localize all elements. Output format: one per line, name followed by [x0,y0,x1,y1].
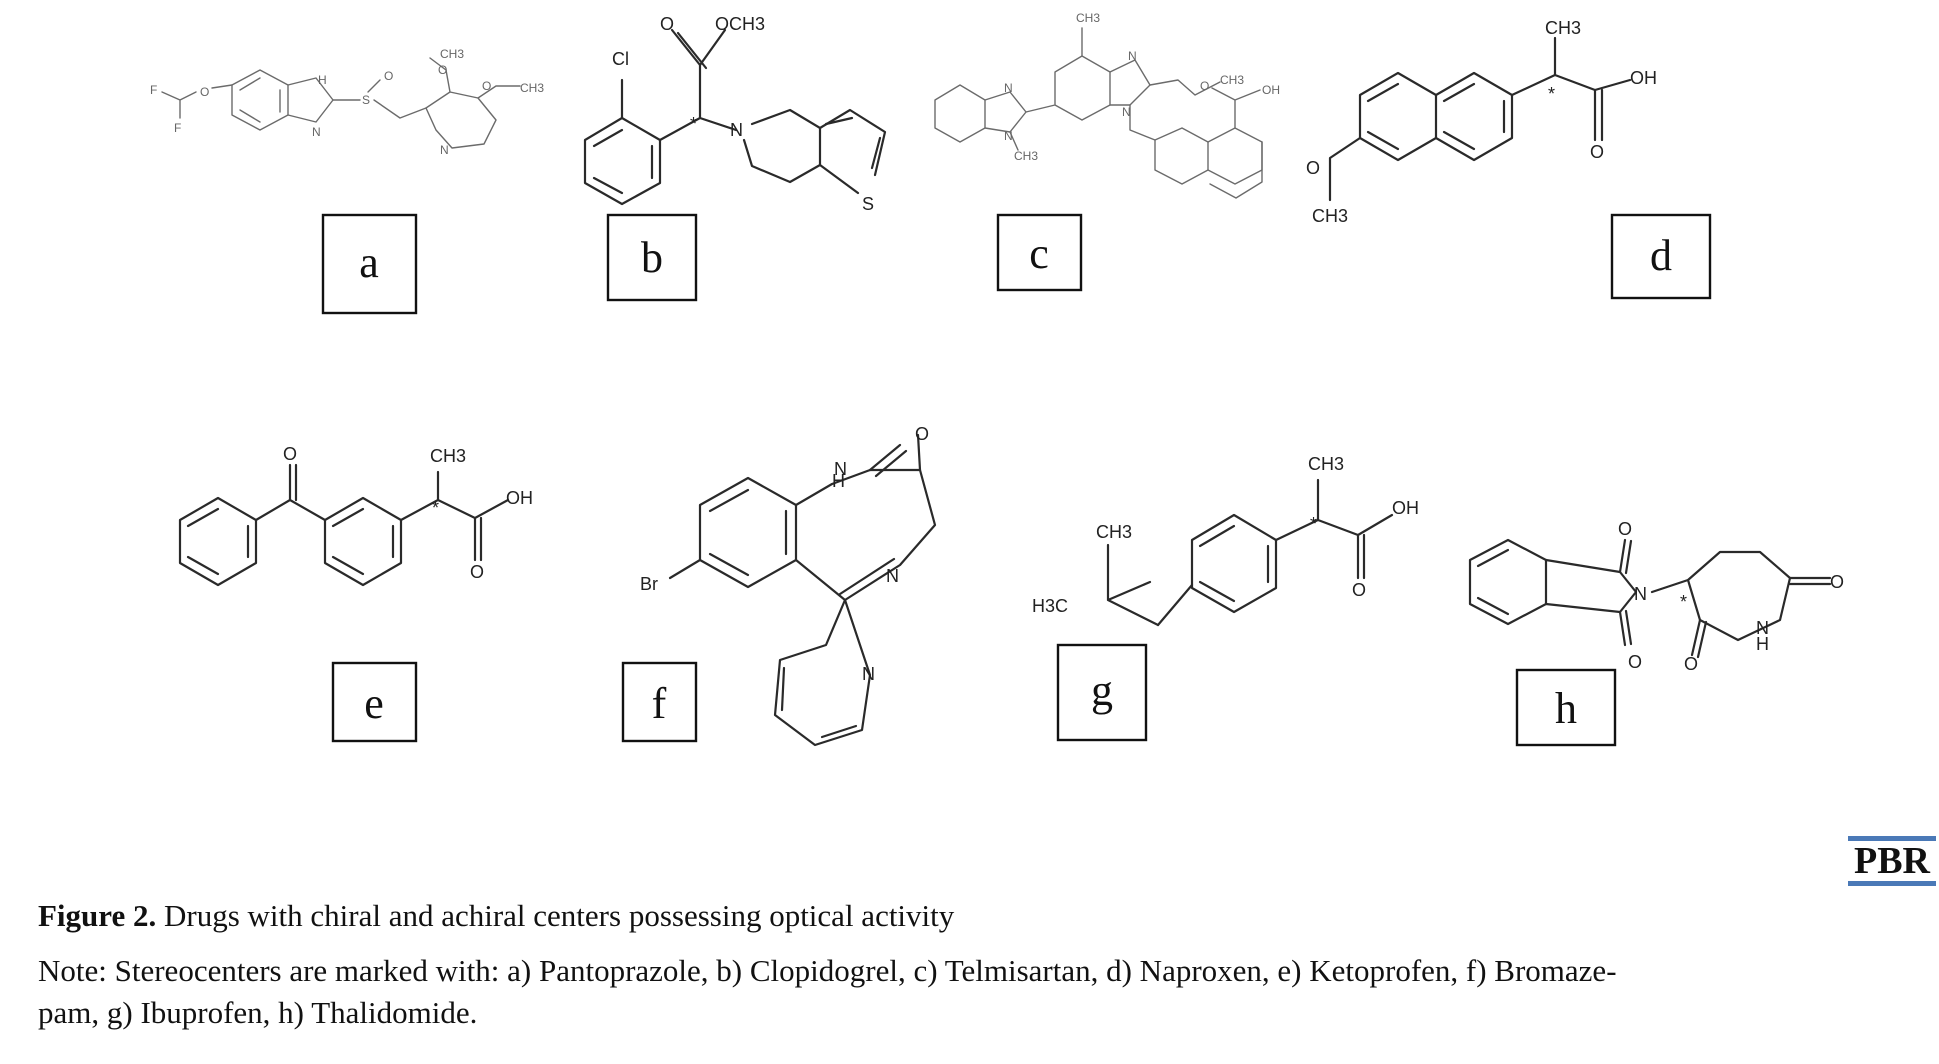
structure-c-telmisartan: N N CH3 CH3 N N CH3 O OH [934,11,1280,199]
svg-text:c: c [1029,229,1049,278]
svg-text:h: h [1555,684,1577,733]
atom-ch3: CH3 [1545,18,1581,38]
atom-o: O [660,14,674,34]
structure-b-clopidogrel: Cl * O OCH3 N S [583,14,887,214]
svg-text:g: g [1091,666,1113,715]
atom-o: O [384,69,393,83]
atom-n: N [1122,105,1131,119]
panel-label-a: a [321,213,418,315]
atom-o: O [470,562,484,582]
structure-g-ibuprofen: H3C CH3 * CH3 OH O [1032,454,1419,627]
atom-ch3: CH3 [430,446,466,466]
atom-n: N [1756,618,1769,638]
atom-o: O [915,424,929,444]
atom-ch3: CH3 [440,47,464,61]
atom-oh: OH [1392,498,1419,518]
atom-n: N [1004,129,1013,143]
atom-o: O [1628,652,1642,672]
atom-oh: OH [1630,68,1657,88]
atom-h3c: H3C [1032,596,1068,616]
atom-ch3: CH3 [1220,73,1244,87]
atom-o: O [1352,580,1366,600]
atom-o: O [1830,572,1844,592]
note-line-1: Note: Stereocenters are marked with: a) … [38,953,1617,988]
panel-label-c: c [996,213,1083,292]
figure-caption: Figure 2. Drugs with chiral and achiral … [38,893,1938,939]
atom-ch3: CH3 [1014,149,1038,163]
svg-text:a: a [359,238,379,287]
atom-nh: H [318,73,327,87]
atom-f: F [174,121,181,135]
atom-o: O [283,444,297,464]
atom-o: O [438,63,447,77]
figure-title: Drugs with chiral and achiral centers po… [156,898,955,933]
atom-ch3: CH3 [520,81,544,95]
structure-f-bromazepam: Br H N O N N [640,424,937,747]
panel-label-e: e [331,661,418,743]
structure-a-pantoprazole: O F F H N S O O CH3 O CH3 N [150,47,544,157]
atom-n: N [440,143,449,157]
structure-h-thalidomide: O O N * O O N H [1468,519,1844,674]
atom-n: N [1634,584,1647,604]
note-line-2: pam, g) Ibuprofen, h) Thalidomide. [38,995,478,1030]
stereocenter-marker: * [690,114,697,134]
atom-n: N [730,120,743,140]
atom-n: N [1128,49,1137,63]
svg-text:e: e [364,679,384,728]
figure-number: Figure 2. [38,898,157,933]
stereocenter-marker: * [432,498,439,518]
atom-s: S [362,93,370,107]
atom-n: N [1004,81,1013,95]
atom-o: O [200,85,209,99]
chemical-structures-figure: O F F H N S O O CH3 O CH3 N a Cl * O OCH… [150,11,1844,747]
atom-ch3: CH3 [1096,522,1132,542]
atom-och3: OCH3 [715,14,765,34]
atom-o: O [1306,158,1320,178]
atom-nh: H [1756,634,1769,654]
svg-text:f: f [652,679,667,728]
panel-label-f: f [621,661,698,743]
atom-o: O [1684,654,1698,674]
svg-text:d: d [1650,231,1672,280]
structure-d-naproxen: O CH3 * CH3 OH O [1306,18,1657,226]
panel-label-b: b [606,213,698,302]
figure-note: Note: Stereocenters are marked with: a) … [38,950,1938,1034]
atom-oh: OH [1262,83,1280,97]
atom-o: O [1200,79,1209,93]
stereocenter-marker: * [1680,592,1687,612]
atom-ch3: CH3 [1312,206,1348,226]
atom-f: F [150,83,157,97]
structure-e-ketoprofen: O * CH3 OH O [178,444,533,587]
svg-text:b: b [641,233,663,282]
stereocenter-marker: * [1310,514,1317,534]
atom-nh: H [832,471,845,491]
atom-n: N [886,566,899,586]
stereocenter-marker: * [1548,84,1555,104]
atom-o: O [482,79,491,93]
atom-s: S [862,194,874,214]
atom-n: N [312,125,321,139]
pbr-journal-logo: PBR [1848,836,1936,886]
atom-o: O [1590,142,1604,162]
atom-cl: Cl [612,49,629,69]
atom-n: N [862,664,875,684]
atom-ch3: CH3 [1076,11,1100,25]
panel-label-h: h [1515,668,1617,747]
atom-n: N [834,459,847,479]
atom-ch3: CH3 [1308,454,1344,474]
atom-o: O [1618,519,1632,539]
panel-label-g: g [1056,643,1148,742]
panel-label-d: d [1610,213,1712,300]
atom-oh: OH [506,488,533,508]
atom-br: Br [640,574,658,594]
